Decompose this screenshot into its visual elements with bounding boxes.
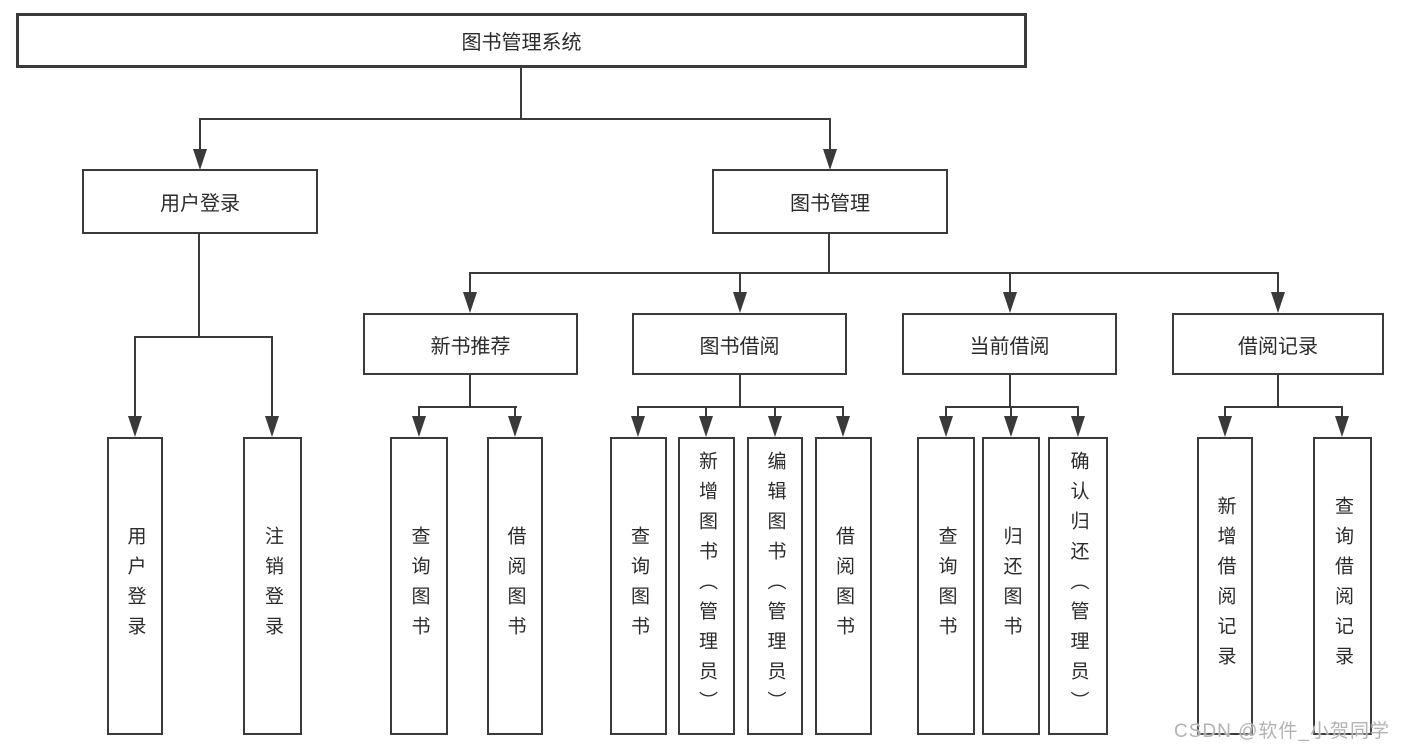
arrowhead-to-current-query-book [939, 416, 953, 437]
node-borrow-records: 借阅记录 [1172, 313, 1384, 375]
node-book-borrow-label: 图书借阅 [699, 335, 780, 358]
node-book-management-label: 图书管理 [790, 193, 870, 215]
leaf-logout-label: 注销登录 [262, 526, 283, 646]
connector-stem-to-borrow-query-book [637, 406, 639, 418]
leaf-logout: 注销登录 [243, 437, 302, 735]
arrowhead-to-leaf-login [128, 416, 142, 437]
leaf-borrow-borrow-book-label: 借阅图书 [833, 526, 854, 646]
connector-stem-to-current-borrow [1009, 272, 1011, 294]
arrowhead-to-edit-book [768, 416, 782, 437]
leaf-borrow-borrow-book: 借阅图书 [815, 437, 872, 735]
leaf-current-query-book-label: 查询图书 [935, 526, 957, 646]
leaf-edit-book-admin-label: 编辑图书（管理员） [764, 451, 786, 721]
connector-stem-to-edit-book [774, 406, 776, 418]
connector-level3-rail [469, 272, 1279, 274]
arrowhead-to-recommend-borrow-book [508, 416, 522, 437]
connector-user-login-stem [198, 233, 200, 338]
node-book-borrow: 图书借阅 [632, 313, 847, 375]
connector-stem-to-new-book-recommend [469, 272, 471, 294]
connector-current-borrow-stem [1009, 374, 1011, 408]
connector-stem-to-borrow-records [1277, 272, 1279, 294]
leaf-recommend-borrow-book: 借阅图书 [487, 437, 543, 735]
node-borrow-records-label: 借阅记录 [1238, 335, 1318, 358]
leaf-add-borrow-record-label: 新增借阅记录 [1214, 496, 1236, 676]
arrowhead-to-book-borrow [733, 292, 747, 313]
connector-stem-to-book-borrow [739, 272, 741, 294]
leaf-borrow-query-book-label: 查询图书 [628, 526, 649, 646]
connector-book-borrow-stem [739, 374, 741, 408]
leaf-confirm-return-admin-label: 确认归还（管理员） [1067, 451, 1089, 721]
leaf-return-book: 归还图书 [982, 437, 1040, 735]
node-user-login-label: 用户登录 [160, 193, 240, 215]
node-user-login: 用户登录 [82, 169, 318, 234]
arrowhead-to-borrow-borrow-book [836, 416, 850, 437]
leaf-recommend-borrow-book-label: 借阅图书 [504, 526, 526, 646]
leaf-return-book-label: 归还图书 [1000, 526, 1022, 646]
leaf-query-borrow-record: 查询借阅记录 [1313, 437, 1372, 735]
arrowhead-to-add-book [699, 416, 713, 437]
connector-stem-to-return-book [1010, 406, 1012, 418]
connector-stem-to-leaf-login [134, 336, 136, 420]
leaf-add-borrow-record: 新增借阅记录 [1197, 437, 1253, 735]
leaf-add-book-admin: 新增图书（管理员） [678, 437, 735, 735]
node-current-borrow-label: 当前借阅 [969, 335, 1050, 358]
connector-stem-to-borrow-borrow-book [842, 406, 844, 418]
connector-stem-to-add-record [1224, 406, 1226, 418]
node-root: 图书管理系统 [16, 13, 1027, 68]
connector-new-book-recommend-stem [469, 374, 471, 408]
leaf-edit-book-admin: 编辑图书（管理员） [747, 437, 803, 735]
connector-stem-to-user-login [199, 118, 201, 152]
leaf-login-label: 用户登录 [124, 526, 146, 646]
leaf-query-borrow-record-label: 查询借阅记录 [1332, 496, 1353, 676]
node-book-management: 图书管理 [712, 169, 948, 234]
connector-current-borrow-rail [945, 406, 1079, 408]
arrowhead-to-recommend-query-book [412, 416, 426, 437]
connector-stem-to-current-query-book [945, 406, 947, 418]
node-root-label: 图书管理系统 [461, 32, 582, 54]
leaf-recommend-query-book: 查询图书 [390, 437, 448, 735]
arrowhead-to-current-borrow [1003, 292, 1017, 313]
arrowhead-to-return-book [1004, 416, 1018, 437]
leaf-recommend-query-book-label: 查询图书 [408, 526, 430, 646]
node-new-book-recommend: 新书推荐 [363, 313, 578, 375]
arrowhead-to-new-book-recommend [463, 292, 477, 313]
connector-stem-to-recommend-borrow-book [514, 406, 516, 418]
connector-borrow-records-stem [1277, 374, 1279, 408]
watermark: CSDN @软件_小贺同学 [1174, 721, 1390, 742]
connector-stem-to-confirm-return [1077, 406, 1079, 418]
connector-stem-to-recommend-query-book [418, 406, 420, 418]
connector-root-stem [520, 68, 522, 119]
node-current-borrow: 当前借阅 [902, 313, 1117, 375]
connector-stem-to-add-book [705, 406, 707, 418]
leaf-add-book-admin-label: 新增图书（管理员） [696, 451, 717, 721]
connector-borrow-records-rail [1224, 406, 1343, 408]
arrowhead-to-add-record [1218, 416, 1232, 437]
connector-user-login-rail [134, 336, 273, 338]
node-new-book-recommend-label: 新书推荐 [430, 335, 511, 358]
connector-stem-to-leaf-logout [271, 336, 273, 420]
connector-book-borrow-rail [638, 406, 844, 408]
leaf-login: 用户登录 [107, 437, 163, 735]
leaf-current-query-book: 查询图书 [917, 437, 975, 735]
arrowhead-to-borrow-query-book [631, 416, 645, 437]
connector-book-management-stem [828, 233, 830, 274]
leaf-confirm-return-admin: 确认归还（管理员） [1048, 437, 1108, 735]
connector-stem-to-query-record [1341, 406, 1343, 418]
arrowhead-to-leaf-logout [265, 416, 279, 437]
connector-level2-rail [199, 118, 831, 120]
arrowhead-to-borrow-records [1271, 292, 1285, 313]
connector-stem-to-book-management [829, 118, 831, 152]
arrowhead-to-confirm-return [1071, 416, 1085, 437]
connector-new-book-recommend-rail [419, 406, 517, 408]
arrowhead-to-user-login [193, 149, 207, 170]
arrowhead-to-book-management [823, 149, 837, 170]
arrowhead-to-query-record [1335, 416, 1349, 437]
leaf-borrow-query-book: 查询图书 [610, 437, 667, 735]
